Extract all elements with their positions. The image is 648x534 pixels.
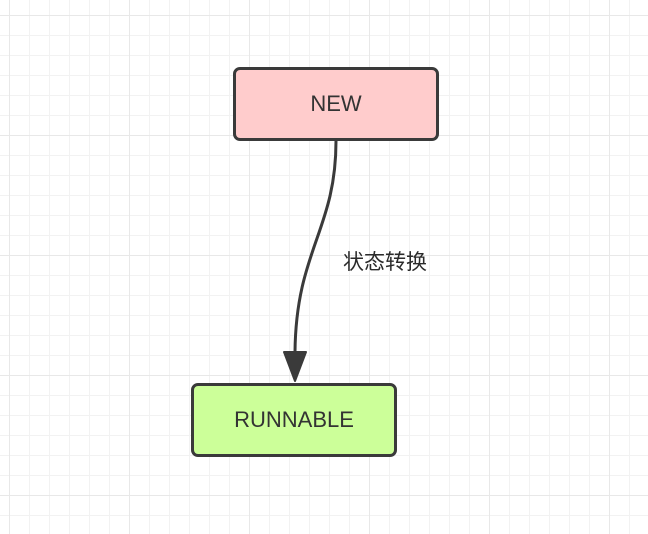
node-new-label: NEW bbox=[310, 91, 362, 116]
arrowhead-icon bbox=[283, 351, 307, 382]
edge-label-state-transition: 状态转换 bbox=[343, 250, 427, 274]
edge-new-to-runnable bbox=[293, 140, 338, 353]
node-runnable-label: RUNNABLE bbox=[234, 407, 354, 432]
node-new[interactable]: NEW bbox=[233, 67, 439, 141]
node-runnable[interactable]: RUNNABLE bbox=[191, 383, 397, 457]
